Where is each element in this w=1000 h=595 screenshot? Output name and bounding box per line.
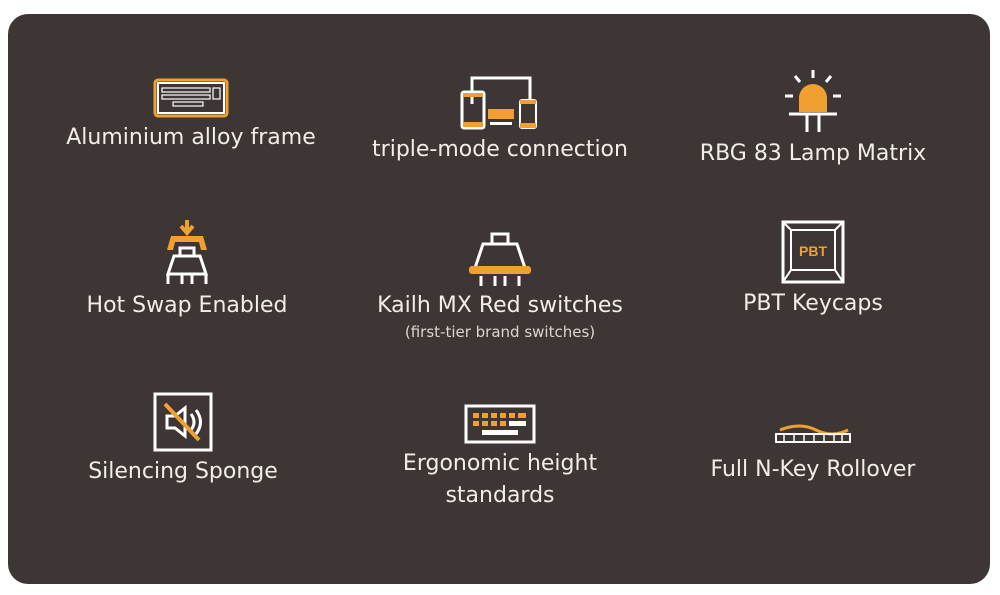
features-panel: Aluminium alloy frame triple-mode connec… [8,14,990,584]
feature-ergonomic: Ergonomic height standards [335,404,665,512]
keyboard-side-icon [775,424,851,443]
mute-speaker-icon [153,392,213,452]
switch-icon [469,232,531,286]
feature-triple-mode: triple-mode connection [335,74,665,166]
feature-rgb-lamp: RBG 83 Lamp Matrix [648,70,978,170]
feature-kailh-switches: Kailh MX Red switches (first-tier brand … [335,232,665,342]
keycap-icon: PBT [781,220,845,284]
feature-sublabel: (first-tier brand switches) [404,323,596,341]
feature-label: Aluminium alloy frame [66,125,316,150]
feature-label: Kailh MX Red switches [377,293,623,318]
feature-pbt-keycaps: PBT PBT Keycaps [648,220,978,320]
feature-label: Silencing Sponge [88,459,278,484]
led-lamp-icon [785,70,841,132]
feature-label: PBT Keycaps [743,291,883,316]
feature-nkro: Full N-Key Rollover [648,422,978,486]
feature-label: RBG 83 Lamp Matrix [699,141,927,166]
devices-icon [460,76,537,130]
feature-label: Ergonomic height standards [402,451,598,508]
feature-label: triple-mode connection [372,137,628,162]
feature-label: Hot Swap Enabled [86,293,288,318]
hot-swap-icon [165,220,209,284]
keyboard-icon [153,78,229,118]
pbt-text: PBT [799,243,827,259]
keyboard-colored-icon [464,404,536,444]
feature-aluminium-frame: Aluminium alloy frame [26,78,356,154]
feature-label: Full N-Key Rollover [710,457,916,482]
feature-hot-swap: Hot Swap Enabled [22,220,352,322]
feature-silencing-sponge: Silencing Sponge [18,392,348,488]
